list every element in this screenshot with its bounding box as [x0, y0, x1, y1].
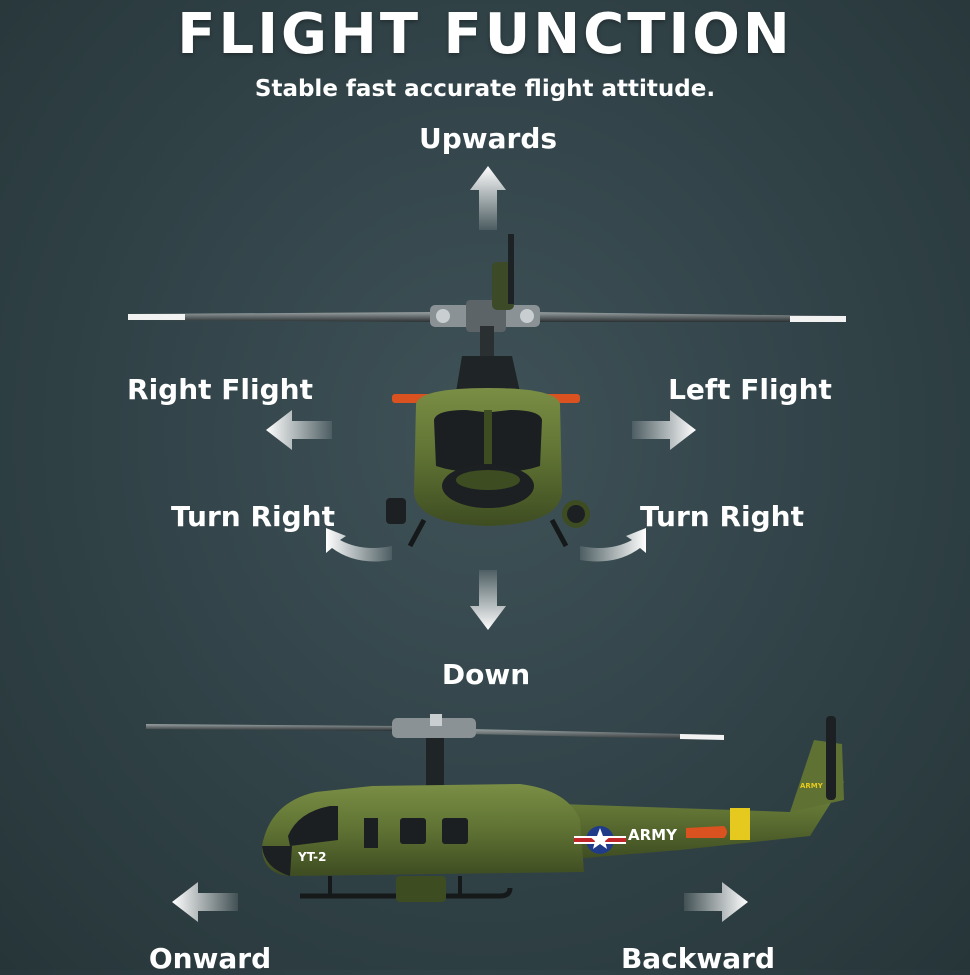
- page-subtitle: Stable fast accurate flight attitude.: [254, 76, 716, 102]
- helicopter-front-view: [128, 234, 846, 548]
- arrow-left-icon: [266, 410, 332, 450]
- turn-arrow-right-icon: [580, 528, 646, 562]
- label-turn-right-left: Turn Right: [171, 500, 335, 533]
- page-title: FLIGHT FUNCTION: [177, 2, 793, 67]
- arrow-right-icon: [632, 410, 696, 450]
- label-down: Down: [441, 658, 531, 691]
- helicopter-side-view: [146, 714, 844, 902]
- arrow-up-icon: [470, 166, 506, 230]
- label-upwards: Upwards: [418, 122, 558, 155]
- label-turn-right-right: Turn Right: [640, 500, 804, 533]
- label-left-flight: Left Flight: [668, 373, 832, 406]
- nose-marking: YT-2: [298, 850, 327, 864]
- arrow-backward-icon: [684, 882, 748, 922]
- label-right-flight: Right Flight: [127, 373, 313, 406]
- body-marking: ARMY: [628, 826, 677, 844]
- tail-marking: ARMY: [800, 782, 823, 790]
- arrow-down-icon: [470, 570, 506, 630]
- arrow-onward-icon: [172, 882, 238, 922]
- turn-arrow-left-icon: [326, 528, 392, 562]
